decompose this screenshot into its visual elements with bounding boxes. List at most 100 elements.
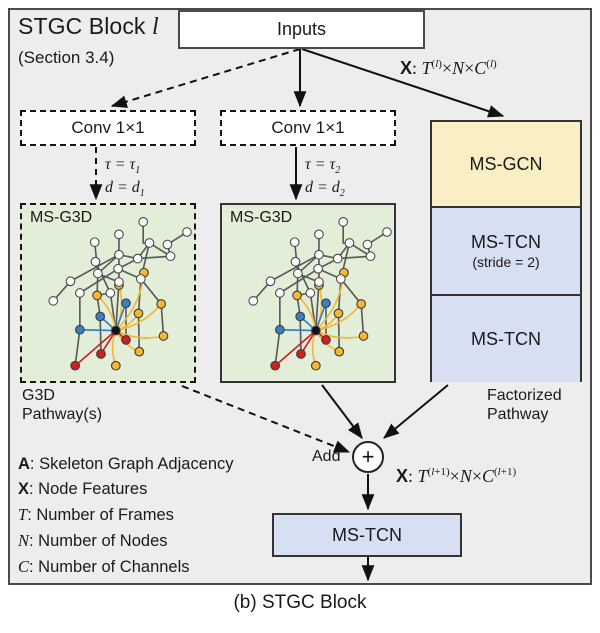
- graph-edge: [336, 255, 372, 260]
- graph-node: [48, 295, 59, 306]
- graph-edge: [279, 328, 317, 332]
- graph-node: [135, 274, 146, 284]
- graph-node: [95, 311, 106, 322]
- plus-icon: +: [361, 444, 375, 469]
- tau-right-line2: d = d2: [305, 178, 345, 199]
- graph-edge: [340, 278, 362, 305]
- graph-edge: [337, 312, 341, 353]
- graph-edge: [137, 278, 142, 315]
- graph-edge: [114, 302, 127, 332]
- conv1x1-right-label: Conv 1×1: [271, 118, 345, 138]
- graph-edge: [136, 255, 172, 260]
- ms-g3d-block-left[interactable]: MS-G3D: [20, 203, 196, 383]
- add-node-label: Add: [312, 448, 341, 465]
- graph-node: [310, 360, 321, 371]
- ms-g3d-right-label: MS-G3D: [230, 209, 293, 226]
- graph-node: [158, 331, 169, 341]
- graph-node: [382, 227, 392, 237]
- graph-node: [89, 237, 100, 248]
- graph-node: [314, 229, 324, 240]
- graph-node: [138, 217, 149, 227]
- factorized-pathway-stack: MS-GCN MS-TCN (stride = 2) MS-TCN: [430, 120, 582, 382]
- legend-item: T: Number of Frames: [18, 502, 234, 528]
- graph-edge: [314, 281, 320, 332]
- graph-node: [338, 217, 349, 227]
- figure-caption: (b) STGC Block: [233, 592, 367, 613]
- graph-edge: [160, 303, 165, 337]
- graph-node: [290, 256, 301, 267]
- ms-g3d-block-right[interactable]: MS-G3D: [220, 203, 396, 383]
- ms-gcn-block[interactable]: MS-GCN: [432, 122, 580, 208]
- graph-node: [114, 277, 124, 287]
- g3d-pathway-line1: G3D: [22, 387, 55, 404]
- graph-node: [182, 227, 192, 237]
- legend-item-key: X: [18, 480, 30, 499]
- graph-node: [110, 325, 121, 336]
- ms-tcn-output-block[interactable]: MS-TCN: [272, 513, 462, 557]
- graph-edge: [269, 253, 320, 283]
- ms-tcn-block[interactable]: MS-TCN: [432, 296, 580, 382]
- graph-node: [362, 239, 373, 250]
- section-subtitle: (Section 3.4): [18, 48, 115, 67]
- factorized-pathway-caption: Factorized Pathway: [487, 386, 562, 424]
- graph-node: [356, 299, 367, 309]
- graph-node: [121, 335, 131, 345]
- graph-node: [321, 335, 331, 345]
- ms-gcn-label: MS-GCN: [469, 153, 543, 174]
- x-shape-bottom-annotation: X: T(l+1)×N×C(l+1): [396, 466, 517, 486]
- add-node-circle[interactable]: +: [352, 441, 384, 473]
- graph-node: [144, 238, 155, 248]
- legend-item-key: A: [18, 455, 30, 473]
- legend-item-text: : Number of Frames: [27, 506, 174, 525]
- graph-node: [305, 288, 316, 298]
- graph-node: [314, 277, 324, 287]
- graph-node: [275, 324, 285, 335]
- graph-node: [132, 253, 143, 264]
- graph-node: [332, 253, 343, 264]
- graph-node: [121, 298, 131, 309]
- legend-item-key: C: [18, 557, 30, 577]
- graph-node: [134, 346, 145, 357]
- page-title-text: STGC Block: [18, 13, 146, 39]
- factorized-line1: Factorized: [487, 387, 562, 404]
- conv1x1-block-left[interactable]: Conv 1×1: [20, 110, 196, 146]
- inputs-label: Inputs: [276, 19, 327, 40]
- conv1x1-left-label: Conv 1×1: [71, 118, 145, 138]
- legend-item-key: N: [18, 531, 30, 551]
- graph-node: [296, 349, 306, 359]
- legend-item: X: Node Features: [18, 477, 234, 502]
- graph-node: [248, 295, 259, 306]
- graph-edge: [74, 329, 117, 367]
- graph-node: [310, 325, 321, 336]
- conv1x1-block-right[interactable]: Conv 1×1: [220, 110, 396, 146]
- legend-item-text: : Number of Channels: [29, 558, 190, 577]
- graph-edge: [299, 315, 302, 355]
- graph-node: [90, 256, 101, 267]
- graph-node: [75, 324, 85, 335]
- skeleton-graph-right: [248, 217, 392, 371]
- graph-node: [162, 239, 173, 250]
- graph-node: [358, 331, 369, 341]
- ms-tcn-label: MS-TCN: [471, 328, 541, 349]
- graph-node: [321, 298, 331, 309]
- tau-left-line1: τ = τ1: [105, 156, 141, 177]
- graph-node: [65, 276, 76, 287]
- graph-node: [275, 288, 285, 298]
- page-title-index: l: [152, 14, 159, 40]
- ms-tcn-stride2-block[interactable]: MS-TCN (stride = 2): [432, 208, 580, 296]
- graph-node: [334, 346, 345, 357]
- tau-left-line2: d = d1: [105, 178, 145, 199]
- g3d-pathway-line2: Pathway(s): [22, 406, 103, 424]
- graph-edge: [79, 328, 117, 332]
- inputs-block[interactable]: Inputs: [178, 10, 425, 49]
- graph-node: [110, 360, 121, 371]
- legend-item: A: Skeleton Graph Adjacency: [18, 452, 234, 477]
- graph-edge: [360, 303, 365, 337]
- x-shape-top-annotation: X: T(l)×N×C(l): [400, 58, 497, 78]
- legend-item-key: T: [18, 505, 28, 525]
- graph-node: [314, 249, 324, 260]
- graph-node: [113, 263, 124, 274]
- skeleton-graph-left: [48, 217, 192, 371]
- factorized-line2: Pathway: [487, 406, 549, 424]
- graph-node: [70, 360, 81, 371]
